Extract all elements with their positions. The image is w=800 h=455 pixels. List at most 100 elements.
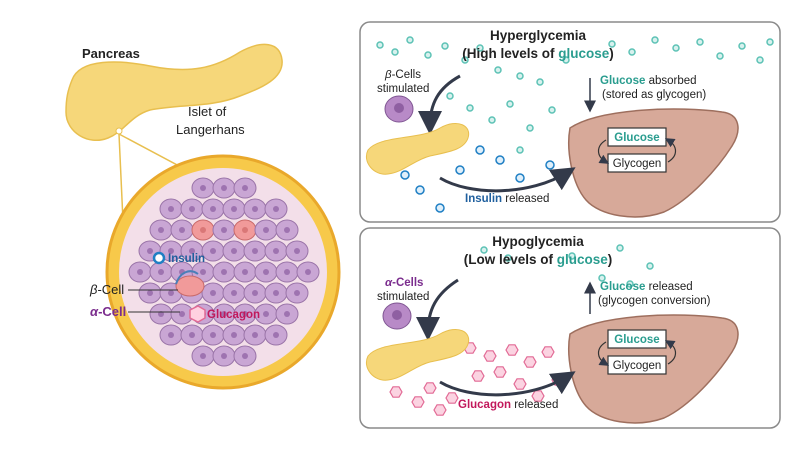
glucose-dot [568, 252, 576, 260]
glucose-dot [651, 36, 659, 44]
glucagon-hexagon [541, 346, 555, 358]
islet-cell-nucleus [294, 248, 300, 254]
glucose-dot [696, 38, 704, 46]
islet-cell-nucleus [294, 290, 300, 296]
glucose-dot [424, 51, 432, 59]
hyper-cycle-left [597, 139, 610, 164]
hypo-title-line1: Hypoglycemia [492, 234, 584, 249]
glucose-dot [626, 280, 634, 288]
glucose-dot [598, 274, 606, 282]
insulin-dot [455, 165, 465, 175]
islet-cell-nucleus [252, 290, 258, 296]
islet-cell-nucleus [242, 311, 248, 317]
glucose-dot [376, 41, 384, 49]
islet-cell-nucleus [200, 269, 206, 275]
glucagon-label: Glucagon [207, 309, 260, 321]
islet-cell-nucleus [168, 290, 174, 296]
islet-cell-nucleus [273, 206, 279, 212]
glucagon-hexagon [445, 392, 459, 404]
glucagon-hexagon [389, 386, 403, 398]
hypo-pancreas-shape [366, 329, 470, 381]
islet-cell-nucleus [284, 269, 290, 275]
islet-cell-nucleus [221, 269, 227, 275]
hyper-beta-nucleus [394, 103, 404, 113]
hypo-alpha-nucleus [392, 310, 402, 320]
hyper-absorbed-line2: (stored as glycogen) [602, 89, 706, 101]
islet-label-line2: Langerhans [176, 122, 245, 137]
hypo-released-label: Glucagon released [458, 399, 558, 411]
glucagon-hexagon [423, 382, 437, 394]
hyper-glucose-box [607, 127, 667, 147]
islet-cell-nucleus [263, 227, 269, 233]
islet-cell-nucleus [158, 269, 164, 275]
islet-cell-nucleus [168, 332, 174, 338]
hypo-box-glucose: Glucose [614, 334, 659, 346]
islet-cell-nucleus [168, 206, 174, 212]
islet-group: Insulin Glucagon β-Cell α-Cell [89, 154, 341, 390]
glucose-dot [766, 38, 774, 46]
hypo-title-line2: (Low levels of glucose) [464, 252, 613, 267]
islet-cell-nucleus [231, 248, 237, 254]
insulin-dot [415, 185, 425, 195]
islet-cell-nucleus [242, 269, 248, 275]
hyper-box-glucose: Glucose [614, 132, 659, 144]
glucose-dot [466, 104, 474, 112]
islet-cell-nucleus [168, 248, 174, 254]
islet-cell-nucleus [263, 311, 269, 317]
islet-cell-nucleus [200, 353, 206, 359]
islet-cell-nucleus [263, 269, 269, 275]
glucose-dot [504, 254, 512, 262]
glucagon-hexagon [513, 378, 527, 390]
glucose-dot [646, 262, 654, 270]
islet-cell-nucleus [189, 332, 195, 338]
hyper-stim-arrow [418, 74, 461, 135]
hypo-box-glycogen: Glycogen [613, 360, 662, 372]
islet-cell-nucleus [284, 227, 290, 233]
islet-cell-nucleus [252, 332, 258, 338]
glucagon-hexagon [493, 366, 507, 378]
hyper-cells-line2: stimulated [377, 83, 429, 95]
insulin-dot [545, 160, 555, 170]
islet-cell-nucleus [210, 332, 216, 338]
islet-cell-nucleus [221, 227, 227, 233]
islet-cell-nucleus [252, 206, 258, 212]
glucose-dot [406, 36, 414, 44]
islet-cell-nucleus [221, 311, 227, 317]
islet-cell-nucleus [147, 248, 153, 254]
insulin-dot [475, 145, 485, 155]
islet-cell-nucleus [200, 227, 206, 233]
hypo-stim-arrow [416, 278, 459, 341]
glucose-dot [562, 56, 570, 64]
glucose-dot [446, 92, 454, 100]
islet-label-line1: Islet of [188, 104, 227, 119]
hypo-release-arrow [439, 371, 576, 397]
glucagon-hexagon [433, 404, 447, 416]
islet-cell-nucleus [210, 248, 216, 254]
islet-cell-nucleus [242, 227, 248, 233]
glucose-dot [516, 146, 524, 154]
islet-cell-nucleus [273, 332, 279, 338]
glucose-dot [526, 124, 534, 132]
islet-cell-nucleus [221, 353, 227, 359]
pancreas-label: Pancreas [82, 46, 140, 61]
glucose-dot [608, 40, 616, 48]
hyper-cells-line1: β-Cells [384, 69, 421, 81]
islet-cell-nucleus [252, 248, 258, 254]
insulin-dot [515, 173, 525, 183]
islet-cell-nucleus [273, 290, 279, 296]
islet-cell-nucleus [231, 206, 237, 212]
glucose-dot [516, 72, 524, 80]
glucagon-icon [189, 305, 206, 323]
glucose-dot [536, 78, 544, 86]
alpha-cell-label: α-Cell [90, 304, 126, 319]
hyper-pancreas-shape [366, 123, 470, 175]
islet-cell-nucleus [210, 206, 216, 212]
islet-cell-nucleus [189, 248, 195, 254]
glucagon-hexagon [471, 370, 485, 382]
glucose-dot [391, 48, 399, 56]
beta-cell-label: β-Cell [89, 282, 124, 297]
hyper-title-line1: Hyperglycemia [490, 28, 587, 43]
islet-cell-nucleus [242, 185, 248, 191]
